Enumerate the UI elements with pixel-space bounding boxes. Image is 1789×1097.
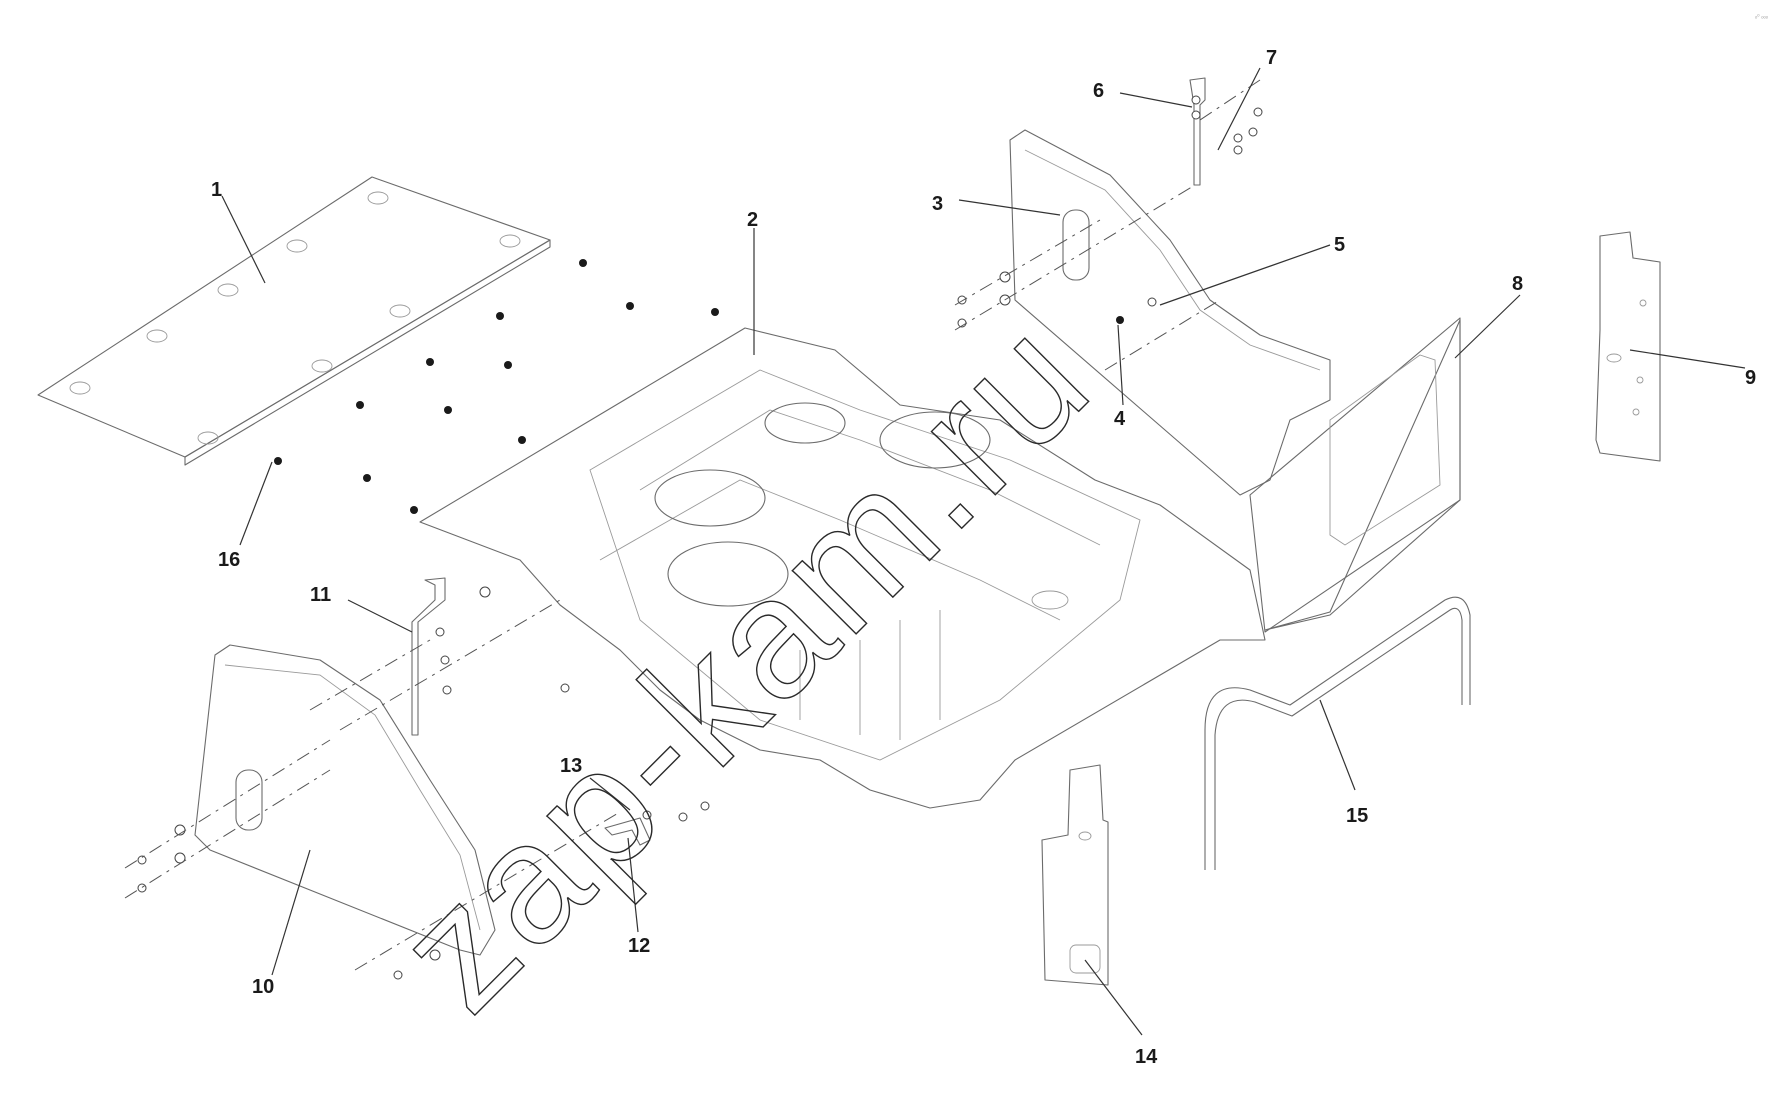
part-7-bracket [1189,77,1263,186]
callout-9: 9 [1745,367,1756,389]
callout-11: 11 [310,584,331,606]
watermark: zap-kam.ru [362,282,1126,1046]
callout-16: 16 [218,549,240,571]
callout-12: 12 [628,935,650,957]
part-11-bracket [411,577,570,736]
part-12-13-bracket-nuts [604,801,710,846]
leader-lines [221,67,1746,1036]
callout-8: 8 [1512,273,1523,295]
callout-7: 7 [1266,47,1277,69]
part-10-left-panel [194,644,496,956]
callout-1: 1 [211,179,222,201]
part-9-strip [1595,231,1661,462]
part-16-clips [274,259,719,514]
part-3-right-panel [1009,129,1331,496]
part-14-strip [1041,764,1109,986]
assembly-axes [124,79,1261,971]
callout-2: 2 [747,209,758,231]
callout-6: 6 [1093,80,1104,102]
callout-3: 3 [932,193,943,215]
corner-mark: ₒᵒ ₒₒₒ [1755,14,1769,20]
callout-13: 13 [560,755,582,777]
part-2-floor-pan [419,327,1266,809]
callout-4: 4 [1114,408,1126,430]
part-1-floor-mat [37,176,551,466]
callout-5: 5 [1334,234,1345,256]
callout-labels: 1 2 3 4 5 6 7 8 9 10 11 12 13 14 15 16 [211,47,1756,1068]
callout-10: 10 [252,976,274,998]
part-15-seal [1204,596,1471,870]
callout-14: 14 [1135,1046,1158,1068]
callout-15: 15 [1346,805,1368,827]
part-8-rear-panel [1249,317,1461,633]
